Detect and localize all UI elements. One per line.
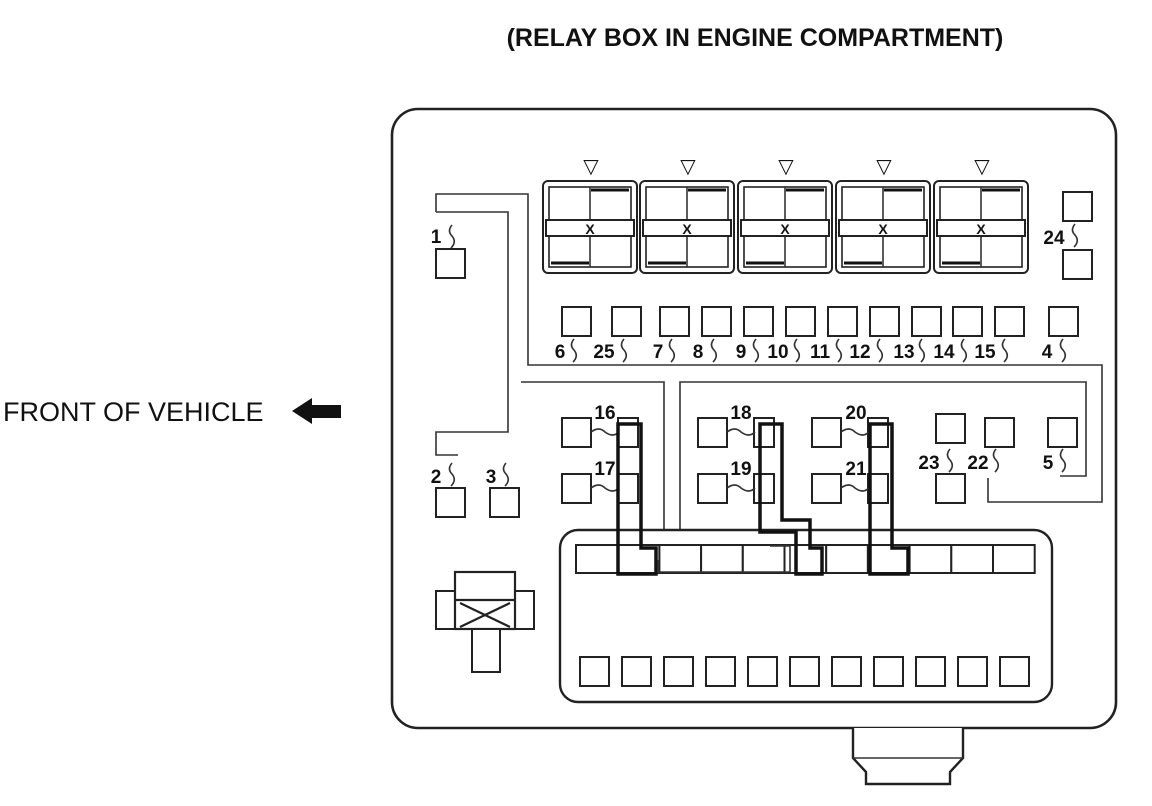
relay-cross-mark: X bbox=[682, 221, 692, 237]
fuse-8 bbox=[701, 306, 732, 337]
connector-pin-bottom bbox=[747, 656, 778, 687]
connector-pin-bottom bbox=[789, 656, 820, 687]
fuse-12 bbox=[869, 306, 900, 337]
fuse-16 bbox=[561, 417, 592, 448]
connector-pin-top bbox=[700, 544, 744, 574]
connector-pin-bottom bbox=[579, 656, 610, 687]
relay-4: ▽X bbox=[835, 154, 931, 274]
connector-pin-bottom bbox=[831, 656, 862, 687]
terminal-label-15: 15 bbox=[974, 342, 996, 363]
relay-cross-mark: X bbox=[878, 221, 888, 237]
connector-pin-bottom bbox=[915, 656, 946, 687]
relay-row: ▽X▽X▽X▽X▽X bbox=[542, 154, 1029, 274]
terminal-label-4: 4 bbox=[1042, 342, 1053, 363]
diagram-title: (RELAY BOX IN ENGINE COMPARTMENT) bbox=[507, 24, 1004, 52]
connector-pin-bottom bbox=[999, 656, 1030, 687]
connector-pin-bottom bbox=[663, 656, 694, 687]
fuse-15 bbox=[994, 306, 1025, 337]
harness-traces bbox=[435, 193, 1103, 548]
connector-pin-top bbox=[575, 544, 619, 574]
terminal-label-5: 5 bbox=[1043, 453, 1054, 474]
relay-marker-icon: ▽ bbox=[583, 154, 599, 178]
fuse-9 bbox=[743, 306, 774, 337]
connector-pin-bottom bbox=[957, 656, 988, 687]
fuse-13 bbox=[911, 306, 942, 337]
terminal-label-13: 13 bbox=[893, 342, 914, 363]
fuse-23b bbox=[935, 473, 966, 504]
connector-pin-top bbox=[741, 544, 786, 574]
fuse-3 bbox=[489, 487, 520, 518]
terminal-label-6: 6 bbox=[555, 342, 566, 363]
fuse-24b bbox=[1062, 249, 1093, 280]
fuse-1 bbox=[435, 248, 466, 279]
terminal-label-23: 23 bbox=[918, 453, 939, 474]
terminal-label-19: 19 bbox=[730, 459, 751, 480]
fuse-2 bbox=[435, 487, 466, 518]
terminal-label-20: 20 bbox=[845, 403, 866, 424]
connector-pin-bottom bbox=[705, 656, 736, 687]
relay-marker-icon: ▽ bbox=[778, 154, 794, 178]
fuse-20 bbox=[811, 417, 842, 448]
relay-marker-icon: ▽ bbox=[876, 154, 892, 178]
fuse-11 bbox=[827, 306, 858, 337]
relay-cross-mark: X bbox=[976, 221, 986, 237]
fuse-10 bbox=[785, 306, 816, 337]
fuse-18 bbox=[697, 417, 728, 448]
relay-5: ▽X bbox=[933, 154, 1029, 274]
connector-pin-bottom bbox=[621, 656, 652, 687]
front-of-vehicle-label: FRONT OF VEHICLE bbox=[3, 397, 264, 427]
terminal-label-3: 3 bbox=[486, 467, 497, 488]
fuse-21 bbox=[811, 473, 842, 504]
fuse-25 bbox=[611, 306, 642, 337]
terminal-label-25: 25 bbox=[593, 342, 615, 363]
relay-1: ▽X bbox=[542, 154, 638, 274]
connector-pin-top bbox=[992, 544, 1036, 574]
terminal-label-12: 12 bbox=[849, 342, 870, 363]
relay-cross-mark: X bbox=[780, 221, 790, 237]
terminal-label-8: 8 bbox=[693, 342, 704, 363]
terminal-label-22: 22 bbox=[967, 453, 988, 474]
terminal-label-7: 7 bbox=[653, 342, 664, 363]
bus-bars bbox=[616, 422, 910, 576]
terminal-label-9: 9 bbox=[736, 342, 747, 363]
terminal-label-1: 1 bbox=[431, 227, 442, 248]
lower-connector-block bbox=[558, 528, 1054, 704]
relay-cross-mark: X bbox=[585, 221, 595, 237]
fuse-4 bbox=[1048, 306, 1079, 337]
connector-pin-top bbox=[658, 544, 703, 574]
arrow-left-icon bbox=[292, 398, 341, 424]
terminal-label-16: 16 bbox=[594, 403, 615, 424]
fuse-24a bbox=[1062, 191, 1093, 222]
terminal-label-11: 11 bbox=[810, 342, 831, 363]
connector-pin-bottom bbox=[873, 656, 904, 687]
fuse-5 bbox=[1047, 417, 1078, 448]
diode-component bbox=[435, 570, 535, 673]
fuse-17 bbox=[561, 473, 592, 504]
terminal-label-18: 18 bbox=[730, 403, 751, 424]
relay-2: ▽X bbox=[639, 154, 735, 274]
terminal-label-14: 14 bbox=[933, 342, 955, 363]
connector-pin-top bbox=[950, 544, 994, 574]
terminal-label-24: 24 bbox=[1043, 228, 1065, 249]
relay-3: ▽X bbox=[737, 154, 833, 274]
fuse-22 bbox=[984, 417, 1015, 448]
terminal-label-2: 2 bbox=[431, 467, 442, 488]
relay-marker-icon: ▽ bbox=[680, 154, 696, 178]
relay-marker-icon: ▽ bbox=[974, 154, 990, 178]
terminal-label-17: 17 bbox=[594, 459, 615, 480]
fuse-19 bbox=[697, 473, 728, 504]
fuse-7 bbox=[659, 306, 690, 337]
connector-pin-top bbox=[908, 544, 953, 574]
connector-pin-top bbox=[825, 544, 869, 574]
fuse-14 bbox=[952, 306, 983, 337]
fuse-6 bbox=[561, 306, 592, 337]
fuse-23a bbox=[935, 413, 966, 444]
terminal-label-21: 21 bbox=[845, 459, 867, 480]
terminal-label-10: 10 bbox=[767, 342, 788, 363]
